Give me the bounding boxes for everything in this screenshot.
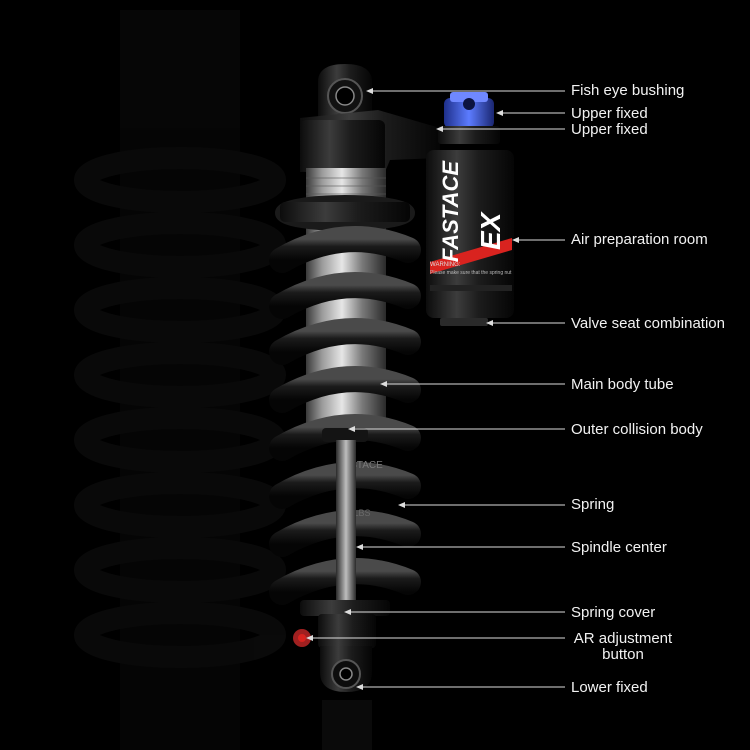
- collision-bumper: [322, 428, 368, 442]
- arrow-main-body-tube: [380, 381, 387, 387]
- rebound-adjust-knob: [293, 629, 311, 647]
- label-upper-fixed-2: Upper fixed: [571, 121, 648, 138]
- arrow-upper-fixed-1: [496, 110, 503, 116]
- arrow-ar-adjustment-button: [306, 635, 313, 641]
- air-reservoir: FASTACE EX WARNING: Please make sure tha…: [426, 150, 514, 326]
- arrow-spring: [398, 502, 405, 508]
- label-spring-cover: Spring cover: [571, 604, 656, 621]
- arrow-upper-fixed-2: [436, 126, 443, 132]
- label-fish-eye-bushing: Fish eye bushing: [571, 82, 685, 99]
- arrow-outer-collision-body: [348, 426, 355, 432]
- lower-eyelet: [320, 646, 372, 692]
- reservoir-cap: [438, 92, 500, 144]
- label-lower-fixed: Lower fixed: [571, 679, 648, 696]
- arrow-fish-eye-bushing: [366, 88, 373, 94]
- reservoir-warning-title: WARNING:: [430, 262, 461, 268]
- label-air-preparation-room: Air preparation room: [571, 231, 708, 248]
- arrow-valve-seat-combination: [486, 320, 493, 326]
- background-shock-silhouette: [74, 10, 286, 750]
- arrow-spring-cover: [344, 609, 351, 615]
- label-valve-seat-combination: Valve seat combination: [571, 315, 725, 332]
- reservoir-model-badge: EX: [475, 210, 506, 250]
- arrow-spindle-center: [356, 544, 363, 550]
- reservoir-warning-text: Please make sure that the spring nut: [430, 270, 512, 276]
- arrow-air-preparation-room: [512, 237, 519, 243]
- label-upper-fixed-1: Upper fixed: [571, 105, 648, 122]
- spring-brand-print: FASTACE: [338, 460, 383, 471]
- label-ar-adjustment-button: AR adjustment button: [573, 630, 673, 663]
- label-outer-collision-body: Outer collision body: [571, 421, 703, 438]
- label-spindle-center: Spindle center: [571, 539, 667, 556]
- arrow-lower-fixed: [356, 684, 363, 690]
- leader-arrowheads: [306, 88, 519, 690]
- upper-eyelet: [318, 64, 372, 120]
- reservoir-brand-logo: FASTACE: [438, 160, 463, 262]
- label-spring: Spring: [571, 496, 615, 513]
- label-main-body-tube: Main body tube: [571, 376, 674, 393]
- leader-lines: [310, 90, 565, 688]
- floor-reflection: [322, 700, 372, 750]
- upper-body: [300, 110, 440, 172]
- shaft: [336, 440, 356, 600]
